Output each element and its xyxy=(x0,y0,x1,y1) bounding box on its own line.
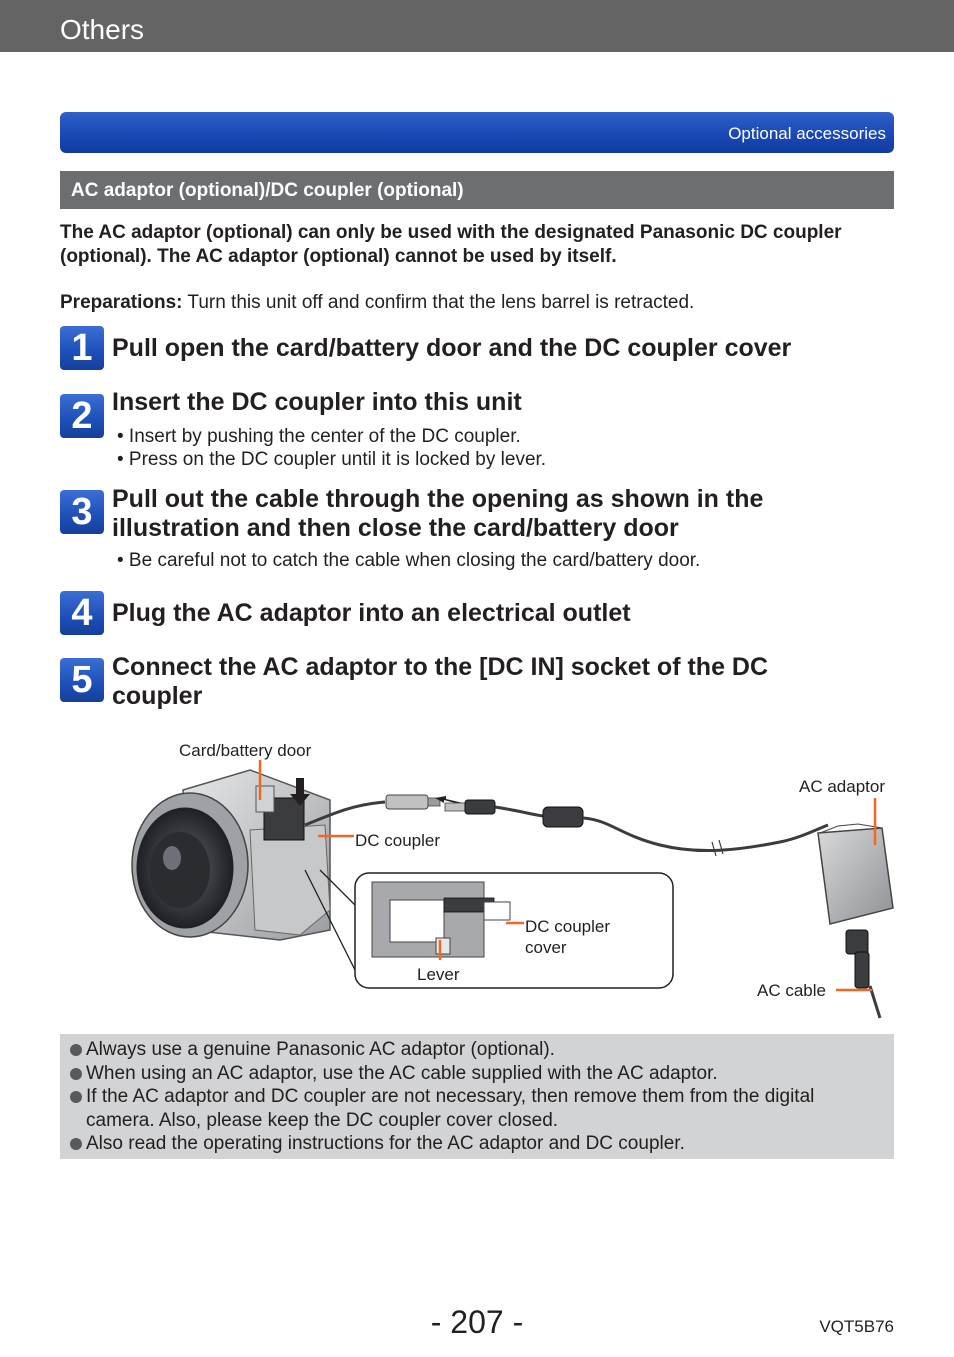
lever-inset xyxy=(304,869,674,989)
step-5-title: Connect the AC adaptor to the [DC IN] so… xyxy=(112,653,769,710)
step-3-title: Pull out the cable through the opening a… xyxy=(112,485,764,542)
label-lever: Lever xyxy=(417,965,460,984)
label-dc-coupler: DC coupler xyxy=(355,831,441,850)
dc-coupler-in-camera xyxy=(255,785,305,841)
adaptor-cable xyxy=(494,805,544,818)
label-dc-coupler-cover: DC coupler xyxy=(525,917,611,936)
step-5-number: 5 xyxy=(60,658,104,702)
step-3-number: 3 xyxy=(60,490,104,534)
note-item: Also read the operating instructions for… xyxy=(68,1132,884,1156)
header-title: Others xyxy=(60,14,145,45)
note-text: When using an AC adaptor, use the AC cab… xyxy=(86,1062,718,1084)
preparations: Preparations: Turn this unit off and con… xyxy=(60,291,694,315)
note-text: Also read the operating instructions for… xyxy=(86,1133,685,1154)
notes-box: Always use a genuine Panasonic AC adapto… xyxy=(60,1034,894,1159)
category-label[interactable]: Optional accessories xyxy=(728,124,886,143)
step-2-number: 2 xyxy=(60,394,104,438)
bullet-dot-icon xyxy=(68,1038,86,1062)
note-item: If the AC adaptor and DC coupler are not… xyxy=(68,1085,884,1132)
connection-illustration: Card/battery door DC coupler AC adaptor … xyxy=(0,730,954,1030)
bullet-dot-icon xyxy=(68,1085,86,1132)
step-4-number: 4 xyxy=(60,591,104,635)
section-title: AC adaptor (optional)/DC coupler (option… xyxy=(71,180,464,201)
section-heading-bar: AC adaptor (optional)/DC coupler (option… xyxy=(60,171,894,209)
step-1-title: Pull open the card/battery door and the … xyxy=(112,334,792,362)
note-item: Always use a genuine Panasonic AC adapto… xyxy=(68,1038,884,1062)
dc-plug xyxy=(385,794,441,810)
label-card-battery-door: Card/battery door xyxy=(179,741,312,760)
step-2-title: Insert the DC coupler into this unit xyxy=(112,388,522,416)
ferrite-core xyxy=(542,806,584,828)
bullet-dot-icon xyxy=(68,1062,86,1086)
camera-lens xyxy=(131,792,249,938)
label-dc-coupler-cover-line2: cover xyxy=(525,938,567,957)
ac-adaptor-body xyxy=(817,823,894,925)
dc-cable xyxy=(304,800,386,827)
model-code: VQT5B76 xyxy=(819,1317,894,1336)
cable-break-mark xyxy=(711,839,724,857)
category-banner: Optional accessories xyxy=(60,112,894,153)
ac-cable-plug xyxy=(845,929,882,1019)
step-2-bullet: • Press on the DC coupler until it is lo… xyxy=(117,449,547,470)
note-item: When using an AC adaptor, use the AC cab… xyxy=(68,1062,884,1086)
step-1-number: 1 xyxy=(60,326,104,370)
page-number: - 207 - xyxy=(430,1304,524,1340)
connection-diagram-svg xyxy=(131,760,894,1019)
label-ac-cable: AC cable xyxy=(757,981,826,1000)
note-text: If the AC adaptor and DC coupler are not… xyxy=(86,1086,815,1131)
intro-text: The AC adaptor (optional) can only be us… xyxy=(60,222,842,267)
label-ac-adaptor: AC adaptor xyxy=(799,777,885,796)
insert-arrow xyxy=(290,778,310,806)
preparations-label: Preparations: xyxy=(60,292,183,313)
header-bar: Others xyxy=(0,0,954,52)
step-4-title: Plug the AC adaptor into an electrical o… xyxy=(112,599,631,627)
note-text: Always use a genuine Panasonic AC adapto… xyxy=(86,1039,555,1060)
adaptor-cable-long xyxy=(582,816,829,853)
bullet-dot-icon xyxy=(68,1132,86,1156)
step-3-bullet: • Be careful not to catch the cable when… xyxy=(117,550,701,571)
callout-lines xyxy=(258,760,877,992)
preparations-text: Turn this unit off and confirm that the … xyxy=(182,292,695,313)
step-2-bullet: • Insert by pushing the center of the DC… xyxy=(117,426,521,447)
